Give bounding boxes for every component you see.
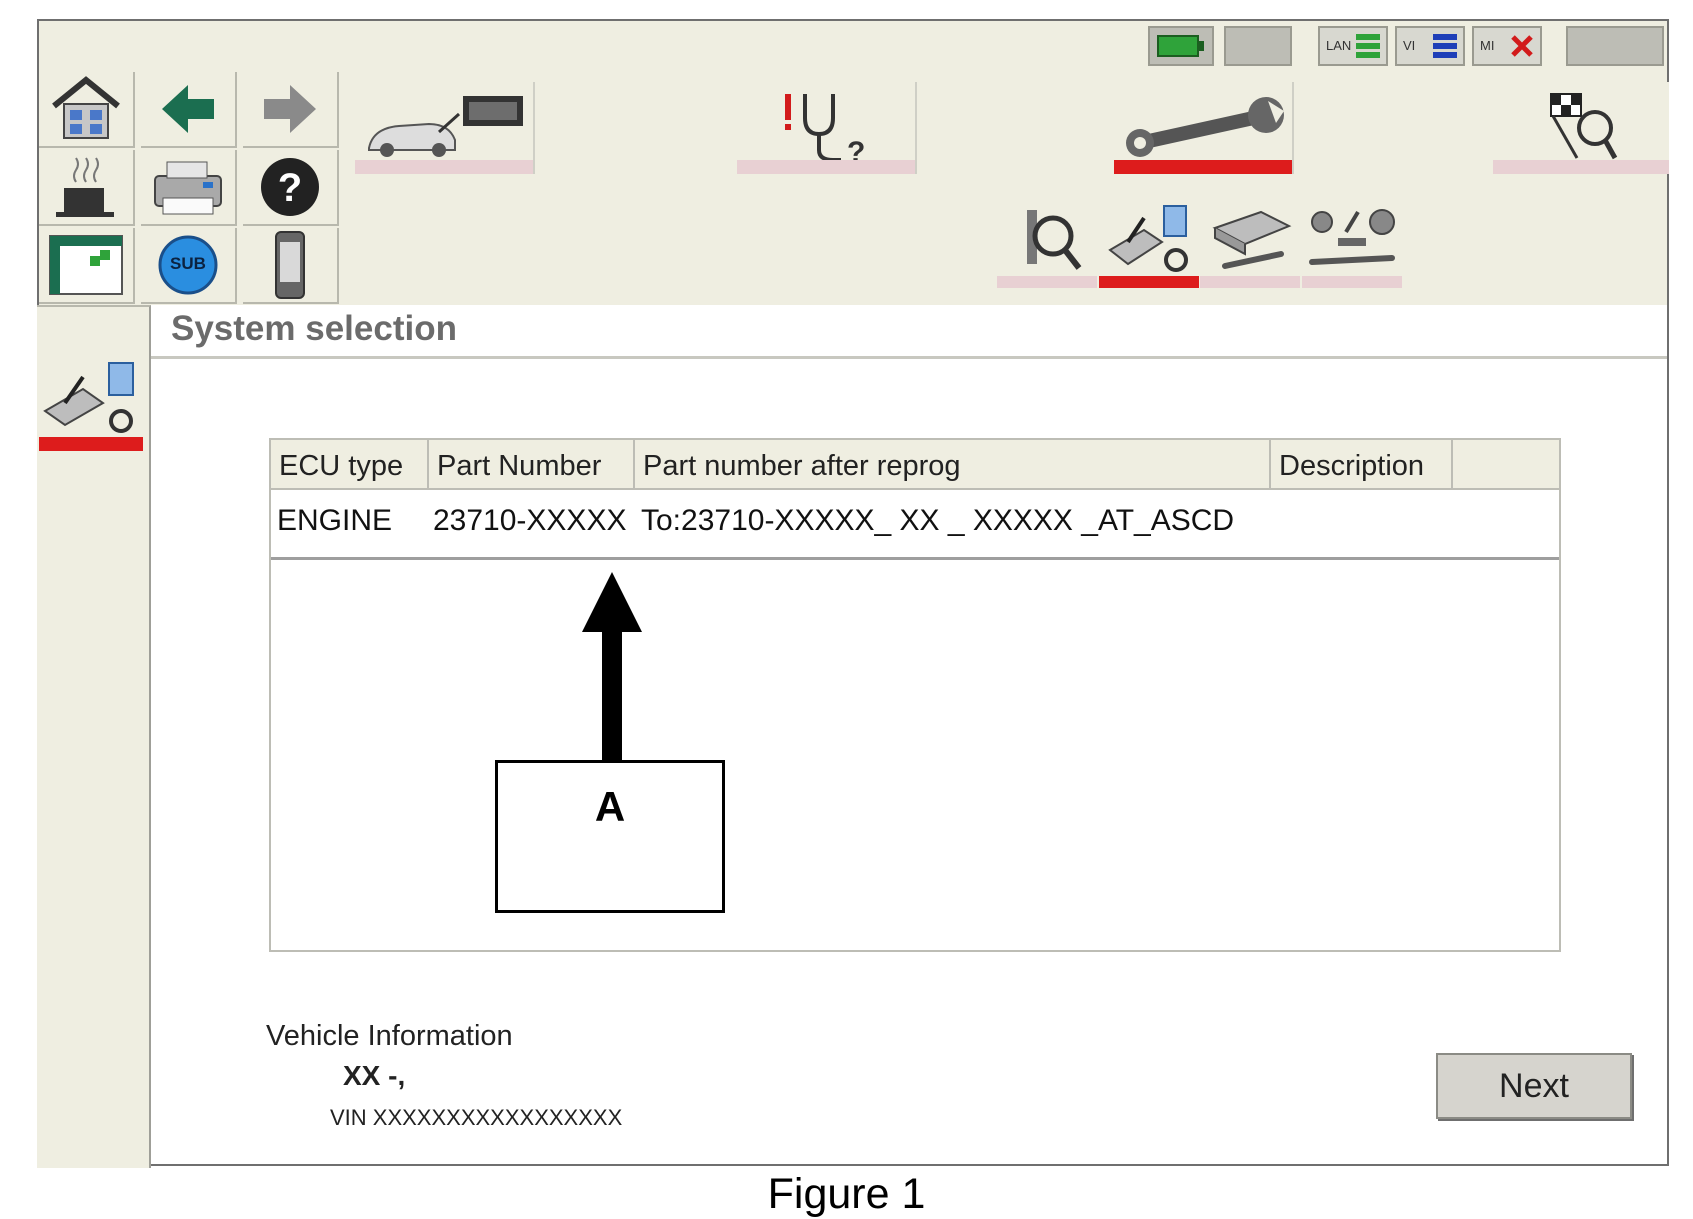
subtab-tools-indicator (1302, 276, 1402, 288)
device-icon (275, 231, 305, 299)
tab-vehicle-ecu-indicator (355, 160, 533, 174)
column-header-after-reprog[interactable]: Part number after reprog (635, 440, 1271, 488)
reprogramming-icon (43, 362, 134, 433)
sub-mode-icon: SUB (156, 233, 220, 297)
tab-diagnosis[interactable]: ? (737, 82, 917, 174)
vi-indicator: VI (1395, 26, 1465, 66)
battery-indicator (1148, 26, 1214, 66)
column-header-blank (1453, 440, 1559, 488)
annotation-arrow (602, 624, 622, 760)
ecu-table: ECU type Part Number Part number after r… (269, 438, 1561, 952)
table-header: ECU type Part Number Part number after r… (271, 440, 1559, 490)
next-button[interactable]: Next (1436, 1053, 1632, 1119)
signal-indicator (1224, 26, 1292, 66)
lan-bars-icon (1356, 34, 1380, 58)
column-header-ecu-type[interactable]: ECU type (271, 440, 429, 488)
mi-indicator: MI (1472, 26, 1542, 66)
svg-text:?: ? (278, 166, 302, 210)
forward-arrow-icon (264, 85, 316, 133)
vehicle-info-model: XX -, (343, 1060, 406, 1091)
tab-flag-tools-indicator (1493, 160, 1669, 174)
annotation-callout: A (495, 760, 725, 913)
vehicle-info-vin: VIN XXXXXXXXXXXXXXXXX (330, 1105, 623, 1130)
sub-mode-button[interactable]: SUB (141, 228, 237, 304)
tab-vehicle-ecu[interactable] (355, 82, 535, 174)
status-indicator-blank (1566, 26, 1664, 66)
tab-flag-tools[interactable] (1493, 82, 1669, 174)
tab-repair-indicator (1114, 160, 1292, 174)
left-sidebar (37, 305, 151, 1168)
sidebar-active-indicator (39, 437, 143, 451)
cell-ecu-type: ENGINE (277, 504, 393, 537)
figure-caption: Figure 1 (767, 1170, 926, 1218)
table-row[interactable]: ENGINE 23710-XXXXX To:23710-XXXXX_ XX _ … (271, 490, 1559, 560)
forward-button[interactable] (243, 72, 339, 148)
lan-label: LAN (1326, 38, 1352, 53)
ecu-wrench-icon (1212, 210, 1292, 269)
cell-part-number: 23710-XXXXX (433, 504, 627, 537)
magnifier-search-icon (1027, 210, 1082, 270)
vehicle-info-title: Vehicle Information (266, 1020, 513, 1052)
subtab-reprogramming-indicator (1099, 276, 1199, 288)
help-icon: ? (261, 158, 319, 216)
subtab-ecu-service-indicator (1200, 276, 1300, 288)
car-ecu-icon (368, 96, 523, 157)
column-header-description[interactable]: Description (1271, 440, 1453, 488)
column-header-part-number[interactable]: Part Number (429, 440, 635, 488)
sidebar-item-reprogramming[interactable] (39, 359, 143, 451)
home-icon (52, 76, 120, 139)
help-button[interactable]: ? (243, 150, 339, 226)
coffee-break-icon (56, 157, 114, 217)
annotation-label: A (594, 783, 626, 830)
screen-capture-button[interactable] (39, 228, 135, 304)
subtab-reprogramming[interactable] (1099, 192, 1199, 288)
disconnected-icon (1511, 35, 1533, 57)
screen-capture-icon (49, 235, 123, 295)
tab-diagnosis-indicator (737, 160, 915, 174)
tools-icon (1309, 209, 1395, 265)
annotation-arrow-head (582, 572, 642, 632)
home-button[interactable] (39, 72, 135, 148)
tab-repair[interactable] (1114, 82, 1294, 174)
battery-icon (1157, 35, 1204, 57)
print-button[interactable] (141, 150, 237, 226)
subtab-tools[interactable] (1302, 192, 1402, 288)
coffee-break-button[interactable] (39, 150, 135, 226)
vi-bars-icon (1433, 34, 1457, 58)
checkered-flag-icon (1550, 93, 1618, 160)
mi-label: MI (1480, 38, 1495, 53)
wrench-icon (1126, 97, 1284, 157)
lan-indicator: LAN (1318, 26, 1388, 66)
subtab-ecu-service[interactable] (1200, 192, 1300, 288)
stethoscope-icon: ? (785, 94, 865, 168)
back-button[interactable] (141, 72, 237, 148)
page-title: System selection (151, 305, 1667, 359)
cell-after-reprog: To:23710-XXXXX_ XX _ XXXXX _AT_ASCD (641, 504, 1235, 537)
subtab-search-indicator (997, 276, 1097, 288)
device-button[interactable] (243, 228, 339, 304)
back-arrow-icon (162, 85, 214, 133)
printer-icon (154, 161, 222, 215)
subtab-search[interactable] (997, 192, 1097, 288)
sub-label: SUB (170, 254, 206, 273)
vi-label: VI (1403, 38, 1416, 53)
reprogramming-icon (1108, 205, 1188, 272)
